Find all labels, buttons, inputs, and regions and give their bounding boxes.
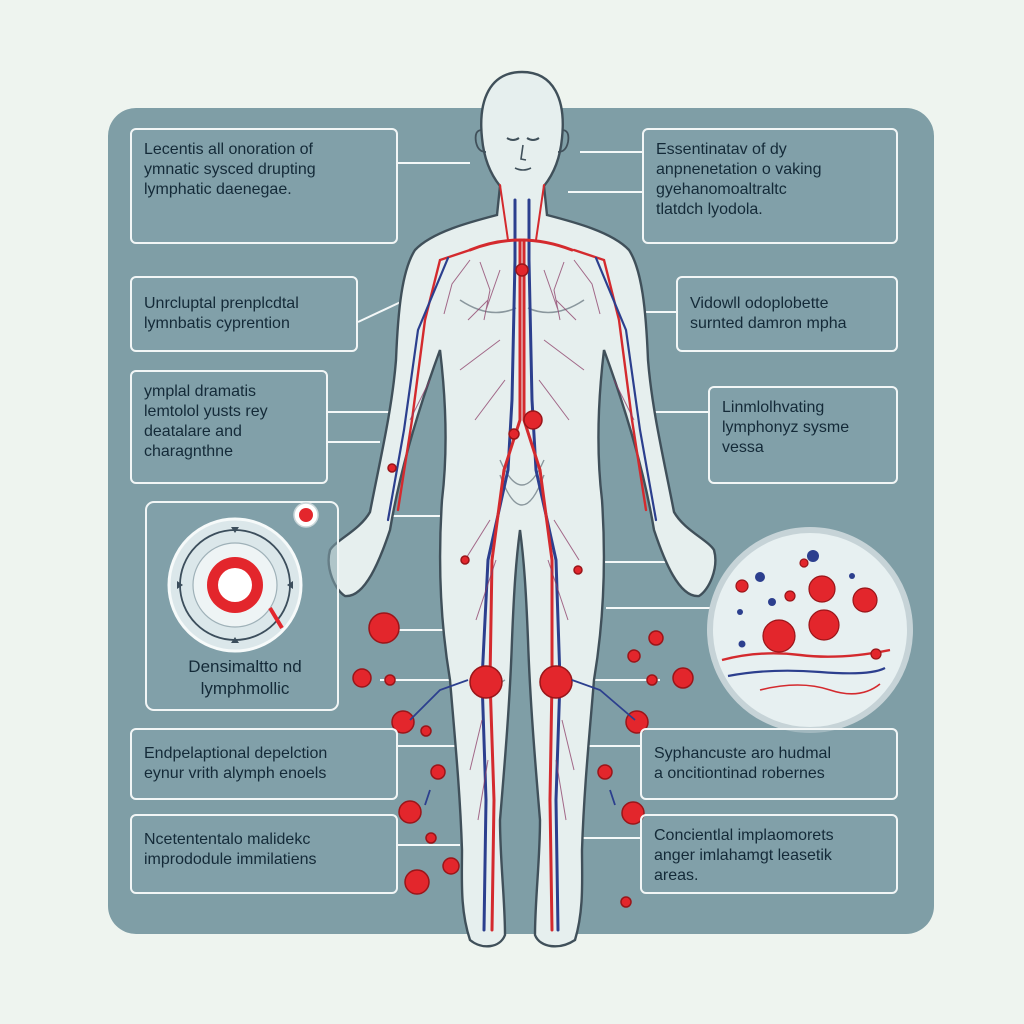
callout-text: lymphatic daenegae. [144,181,292,198]
callout-text: lymphonyz sysme [722,419,850,436]
callout-text: ymplal dramatis [144,383,257,400]
callout-left-5: Ncetententalo malidekc imprododule immil… [130,814,398,894]
callout-text: Vidowll odoplobette [690,295,829,312]
callout-text: ymnatic sysced drupting [144,161,316,178]
inset-label: Densimaltto nd lymphmollic [150,656,340,700]
floating-nodes [352,612,694,908]
callout-text: Essentinatav of dy [656,141,787,158]
callout-text: lymnbatis cyprention [144,315,290,332]
callout-text: Lecentis all onoration of [144,141,313,158]
callout-left-4: Endpelaptional depelction eynur vrith al… [130,728,398,800]
callout-text: Ncetententalo malidekc [144,831,311,848]
callout-text: charagnthne [144,443,233,460]
callout-text: tlatdch lyodola. [656,201,763,218]
node-connectors [409,679,636,806]
human-body [327,70,717,948]
callout-text: Concientlal implaomorets [654,827,834,844]
callout-text: surnted damron mpha [690,315,847,332]
callout-text: gyehanomoaltraltc [656,181,787,198]
callout-text: vessa [722,439,764,456]
callout-text: anpnenetation o vaking [656,161,822,178]
callout-text: Syphancuste aro hudmal [654,745,831,762]
callout-right-1: Essentinatav of dy anpnenetation o vakin… [642,128,898,244]
callout-right-2: Vidowll odoplobette surnted damron mpha [676,276,898,352]
callout-left-3: ymplal dramatis lemtolol yusts rey deata… [130,370,328,484]
callout-text: Unrcluptal prenplcdtal [144,295,299,312]
capillary-network [409,259,635,821]
callout-text: Endpelaptional depelction [144,745,328,762]
inset-label-line: Densimaltto nd [188,657,302,676]
callout-text: eynur vrith alymph enoels [144,765,327,782]
target-inset [145,501,339,711]
callout-text: Linmlolhvating [722,399,825,416]
callout-left-1: Lecentis all onoration of ymnatic sysced… [130,128,398,244]
callout-text: deatalare and [144,423,242,440]
callout-text: areas. [654,867,699,884]
lymph-nodes [387,263,583,699]
callout-right-3: Linmlolhvating lymphonyz sysme vessa [708,386,898,484]
callout-text: anger imlahamgt leasetik [654,847,832,864]
inset-label-line: lymphmollic [200,679,290,698]
callout-right-5: Concientlal implaomorets anger imlahamgt… [640,814,898,894]
callout-left-2: Unrcluptal prenplcdtal lymnbatis cyprent… [130,276,358,352]
magnified-inset [707,527,913,733]
callout-text: imprododule immilatiens [144,851,317,868]
callout-right-4: Syphancuste aro hudmal a oncitiontinad r… [640,728,898,800]
callout-text: lemtolol yusts rey [144,403,268,420]
callout-text: a oncitiontinad robernes [654,765,825,782]
